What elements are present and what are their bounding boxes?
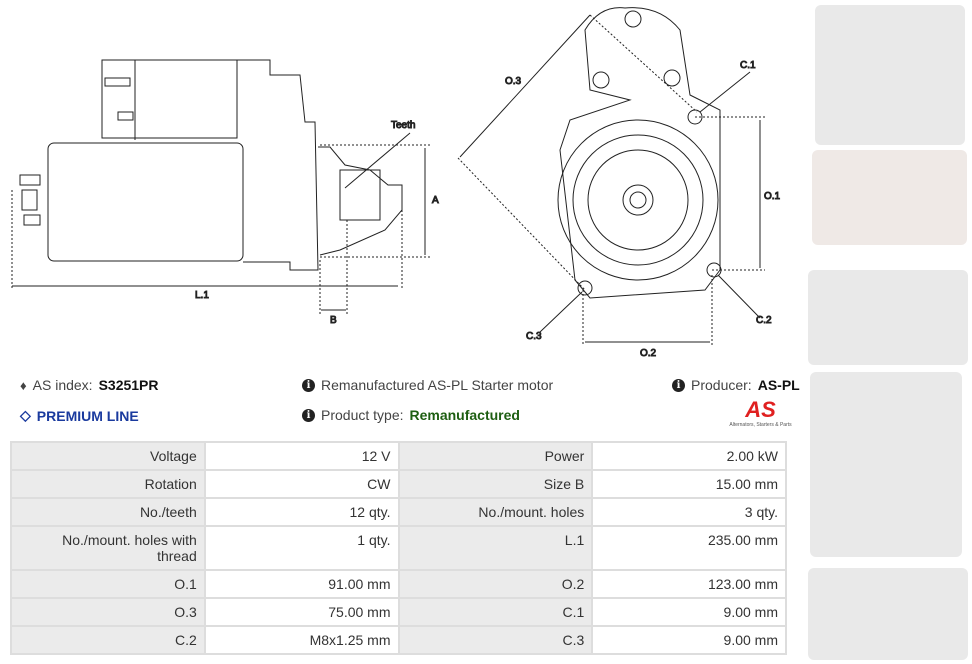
spec-label: No./teeth bbox=[10, 497, 206, 527]
diamond-icon: ◇ bbox=[20, 407, 31, 423]
spec-label: Power bbox=[397, 441, 594, 471]
spec-label: O.2 bbox=[397, 569, 594, 599]
spec-label: No./mount. holes with thread bbox=[10, 525, 206, 571]
product-photo-rear[interactable] bbox=[808, 568, 968, 660]
spec-label: C.2 bbox=[10, 625, 206, 655]
technical-drawing: Teeth A L.1 B O.3 C.1 O.1 C.2 C.3 O.2 bbox=[11, 7, 781, 360]
spec-value: 1 qty. bbox=[203, 525, 400, 571]
label-teeth: Teeth bbox=[391, 120, 415, 131]
spec-value: 2.00 kW bbox=[591, 441, 787, 471]
spec-label: L.1 bbox=[397, 525, 594, 571]
spec-value: CW bbox=[203, 469, 400, 499]
dimension-lines bbox=[11, 14, 765, 345]
label-a: A bbox=[432, 195, 439, 206]
spec-value: 12 qty. bbox=[203, 497, 400, 527]
info-icon: i bbox=[302, 378, 315, 392]
product-photo-box[interactable] bbox=[812, 150, 967, 245]
spec-value: M8x1.25 mm bbox=[203, 625, 400, 655]
spec-value: 9.00 mm bbox=[591, 625, 787, 655]
spec-value: 123.00 mm bbox=[591, 569, 787, 599]
spec-value: 12 V bbox=[203, 441, 400, 471]
spec-value: 91.00 mm bbox=[203, 569, 400, 599]
spec-label: Size B bbox=[397, 469, 594, 499]
front-view bbox=[539, 7, 761, 333]
spec-label: Rotation bbox=[10, 469, 206, 499]
product-photo-side[interactable] bbox=[808, 270, 968, 365]
label-c1: C.1 bbox=[740, 60, 756, 71]
label-o3: O.3 bbox=[505, 76, 522, 87]
label-o1: O.1 bbox=[764, 191, 781, 202]
label-b: B bbox=[330, 315, 337, 326]
spec-label: C.1 bbox=[397, 597, 594, 627]
spec-label: O.1 bbox=[10, 569, 206, 599]
tag-icon: ♦ bbox=[20, 377, 27, 393]
spec-label: O.3 bbox=[10, 597, 206, 627]
label-c2: C.2 bbox=[756, 315, 772, 326]
as-index: ♦ AS index:S3251PR bbox=[20, 377, 159, 393]
info-icon: i bbox=[672, 378, 685, 392]
spec-label: No./mount. holes bbox=[397, 497, 594, 527]
as-pl-logo: AS Alternators, Starters & Parts bbox=[729, 397, 792, 429]
spec-value: 9.00 mm bbox=[591, 597, 787, 627]
spec-value: 3 qty. bbox=[591, 497, 787, 527]
label-o2: O.2 bbox=[640, 348, 657, 359]
spec-value: 75.00 mm bbox=[203, 597, 400, 627]
spec-value: 235.00 mm bbox=[591, 525, 787, 571]
label-l1: L.1 bbox=[195, 290, 209, 301]
label-c3: C.3 bbox=[526, 331, 542, 342]
side-view bbox=[19, 59, 403, 271]
spec-label: Voltage bbox=[10, 441, 206, 471]
product-photo-mount[interactable] bbox=[810, 372, 962, 557]
spec-value: 15.00 mm bbox=[591, 469, 787, 499]
premium-line-badge: ◇PREMIUM LINE bbox=[20, 407, 139, 424]
product-photo-front[interactable] bbox=[815, 5, 965, 145]
info-icon: i bbox=[302, 408, 315, 422]
spec-label: C.3 bbox=[397, 625, 594, 655]
